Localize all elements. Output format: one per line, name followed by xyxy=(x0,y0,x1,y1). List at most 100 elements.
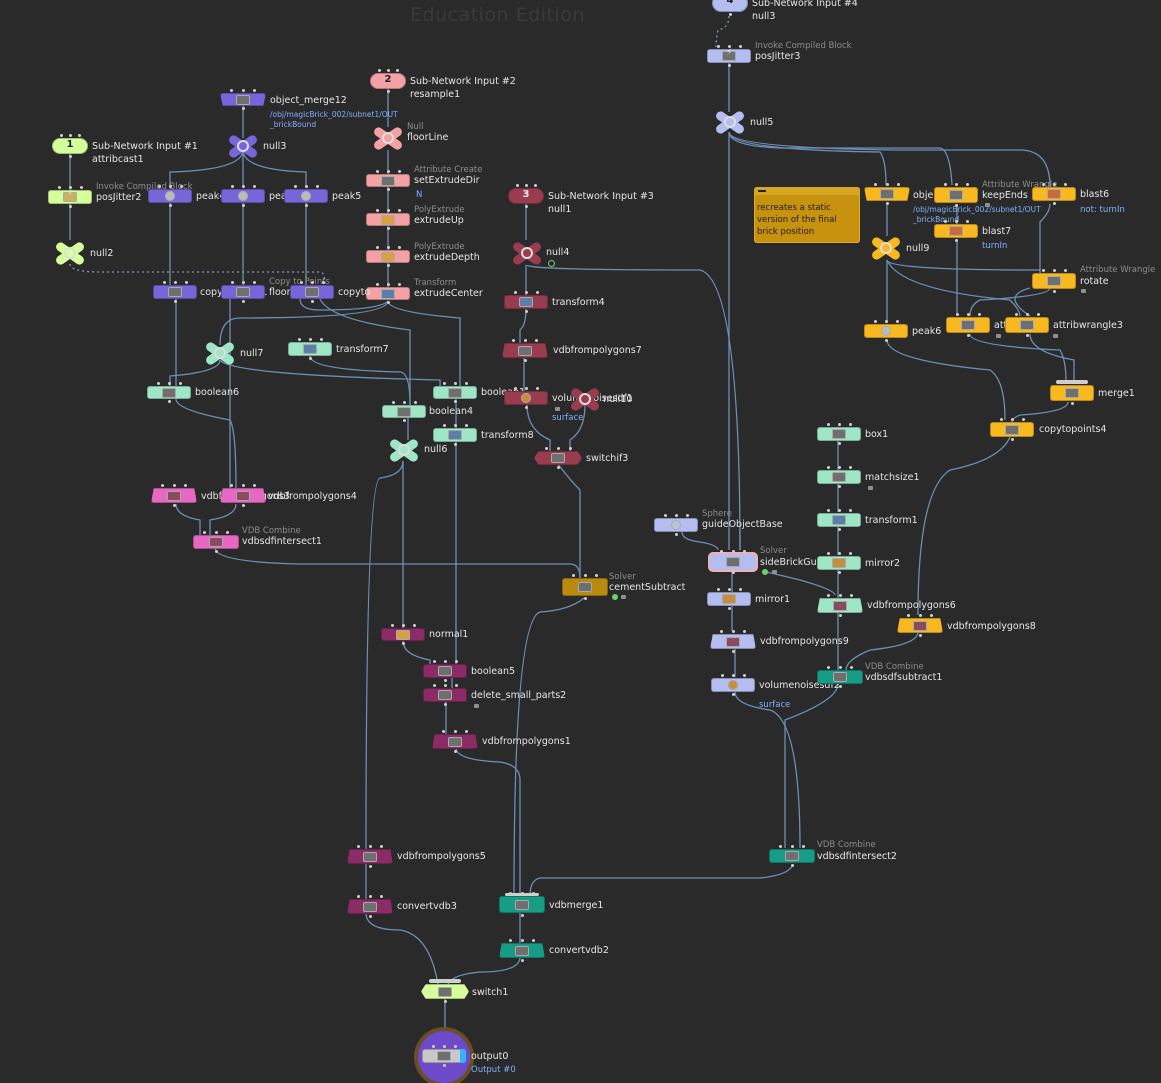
input-port[interactable] xyxy=(523,339,527,342)
output-port[interactable] xyxy=(520,914,524,917)
input-port[interactable] xyxy=(837,509,841,512)
input-port[interactable] xyxy=(397,170,401,173)
input-port[interactable] xyxy=(167,382,171,385)
input-port[interactable] xyxy=(509,939,512,942)
input-port[interactable] xyxy=(214,531,218,534)
input-port[interactable] xyxy=(743,550,746,553)
input-port[interactable] xyxy=(524,184,528,187)
input-port[interactable] xyxy=(454,660,458,663)
node-null6[interactable] xyxy=(387,437,421,463)
input-port[interactable] xyxy=(515,184,519,187)
input-port[interactable] xyxy=(965,183,969,186)
input-port[interactable] xyxy=(179,185,183,188)
input-port[interactable] xyxy=(241,484,245,487)
input-port[interactable] xyxy=(966,313,970,316)
node-switchif3[interactable] xyxy=(534,447,582,469)
output-port[interactable] xyxy=(837,528,841,531)
input-port[interactable] xyxy=(743,630,746,633)
input-port[interactable] xyxy=(203,531,206,534)
input-port[interactable] xyxy=(848,552,852,555)
input-port[interactable] xyxy=(720,550,723,553)
node-attribwrangle3[interactable] xyxy=(1005,313,1049,337)
input-port[interactable] xyxy=(230,185,234,188)
node-subnet-input-3[interactable]: 3 xyxy=(508,184,544,208)
output-port[interactable] xyxy=(167,400,171,403)
node-convertvdb3[interactable] xyxy=(347,895,393,918)
input-port[interactable] xyxy=(253,89,256,92)
input-port[interactable] xyxy=(173,281,177,284)
input-port[interactable] xyxy=(178,382,182,385)
node-attribwrangle2[interactable] xyxy=(946,313,990,337)
output-port[interactable] xyxy=(368,915,372,918)
input-port[interactable] xyxy=(397,209,401,212)
input-port[interactable] xyxy=(442,424,446,427)
input-port[interactable] xyxy=(874,183,877,186)
input-port[interactable] xyxy=(252,281,256,284)
node-transform4[interactable] xyxy=(504,291,548,313)
input-port[interactable] xyxy=(738,588,742,591)
input-port[interactable] xyxy=(595,574,598,577)
input-port[interactable] xyxy=(357,895,360,898)
output-port[interactable] xyxy=(241,300,245,303)
input-port[interactable] xyxy=(802,845,805,848)
input-port[interactable] xyxy=(161,484,164,487)
input-port[interactable] xyxy=(375,209,379,212)
input-port[interactable] xyxy=(464,424,468,427)
node-peak4[interactable] xyxy=(148,185,192,207)
input-port[interactable] xyxy=(377,69,381,72)
output-port[interactable] xyxy=(837,485,841,488)
input-port[interactable] xyxy=(513,387,517,390)
node-keepends[interactable] xyxy=(934,183,978,207)
output-port[interactable] xyxy=(68,155,72,158)
input-port[interactable] xyxy=(299,281,303,284)
input-port[interactable] xyxy=(412,624,416,627)
input-port[interactable] xyxy=(848,509,852,512)
output-port[interactable] xyxy=(173,300,177,303)
input-port[interactable] xyxy=(954,220,958,223)
input-port[interactable] xyxy=(556,447,560,450)
node-transform7[interactable] xyxy=(288,338,332,360)
input-port[interactable] xyxy=(533,184,537,187)
output-port[interactable] xyxy=(241,107,245,110)
input-port[interactable] xyxy=(663,514,667,517)
output-port[interactable] xyxy=(556,466,560,469)
input-port[interactable] xyxy=(943,220,947,223)
output-port[interactable] xyxy=(241,204,245,207)
node-peak5[interactable] xyxy=(284,185,328,207)
input-port[interactable] xyxy=(442,1045,446,1048)
node-transform8[interactable] xyxy=(433,424,477,446)
input-port[interactable] xyxy=(999,418,1003,421)
input-port[interactable] xyxy=(930,614,933,617)
input-port[interactable] xyxy=(838,666,842,669)
input-port[interactable] xyxy=(1041,183,1045,186)
node-posjitter2[interactable]: ⚡ xyxy=(48,186,92,208)
input-port[interactable] xyxy=(512,339,515,342)
input-port[interactable] xyxy=(1021,418,1025,421)
input-port[interactable] xyxy=(77,134,81,137)
input-port[interactable] xyxy=(443,980,447,983)
input-port[interactable] xyxy=(397,283,401,286)
node-blast6[interactable] xyxy=(1032,183,1076,205)
node-vdbsdfintersect2[interactable] xyxy=(769,845,815,867)
input-port[interactable] xyxy=(226,531,229,534)
node-peak3[interactable] xyxy=(221,185,265,207)
input-port[interactable] xyxy=(535,339,538,342)
input-port[interactable] xyxy=(524,291,528,294)
input-port[interactable] xyxy=(1059,381,1063,384)
output-port[interactable] xyxy=(453,443,457,446)
node-cementsubtract[interactable] xyxy=(562,574,608,600)
input-port[interactable] xyxy=(1025,313,1029,316)
node-boolean5[interactable] xyxy=(423,660,467,682)
input-port[interactable] xyxy=(241,281,245,284)
input-port[interactable] xyxy=(368,895,372,898)
input-port[interactable] xyxy=(391,401,395,404)
output-port[interactable] xyxy=(68,205,72,208)
output-port[interactable] xyxy=(402,419,406,422)
input-port[interactable] xyxy=(241,89,245,92)
input-port[interactable] xyxy=(304,185,308,188)
node-copytopoints2[interactable] xyxy=(290,281,334,303)
input-port[interactable] xyxy=(907,614,910,617)
input-port[interactable] xyxy=(297,338,301,341)
input-port[interactable] xyxy=(827,666,830,669)
output-port[interactable] xyxy=(523,359,527,362)
